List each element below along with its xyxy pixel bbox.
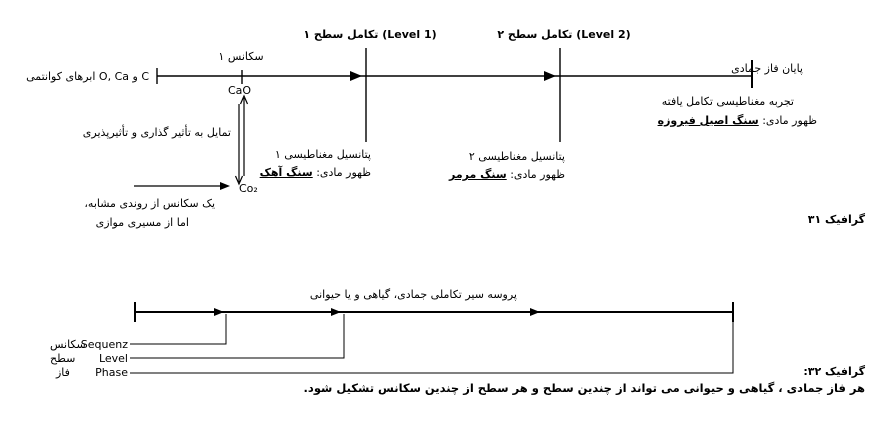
source-label: C و O, Ca ابرهای کوانتمی — [26, 70, 149, 83]
legend-phase-en: Phase — [95, 366, 128, 379]
appearance1: ظهور مادی: سنگ آهک — [260, 166, 371, 179]
legend-phase: فاز Phase — [56, 366, 128, 379]
appearance3-prefix: ظهور مادی: — [762, 114, 817, 127]
legend-level: سطح Level — [50, 352, 128, 365]
tendency-label: تمایل به تأثیر گذاری و تأثیرپذیری — [82, 126, 231, 139]
co2-label: Co₂ — [239, 182, 258, 195]
g32-arrow-1 — [214, 308, 224, 316]
end-phase-label: پایان فاز جمادی — [731, 62, 803, 75]
appearance2-prefix: ظهور مادی: — [510, 168, 565, 181]
legend-sequence-fa: سکانس — [50, 338, 86, 351]
appearance3-stone: سنگ اصیل فیروزه — [657, 114, 759, 127]
legend-sequence-en: Sequenz — [80, 338, 128, 351]
level2-label: (Level 2) تکامل سطح ۲ — [497, 28, 631, 41]
appearance1-stone: سنگ آهک — [259, 166, 313, 179]
appearance1-prefix: ظهور مادی: — [316, 166, 371, 179]
potential2-label: پتانسیل مغناطیسی ۲ — [468, 150, 565, 163]
g31-down-arrow — [234, 175, 244, 186]
g31-up-arrow — [239, 94, 249, 105]
side-sequence-line2: اما از مسیری موازی — [95, 216, 189, 229]
legend-sequence: سکانس Sequenz — [50, 338, 128, 351]
magnetic-final-label: تجربه مغناطیسی تکامل یافته — [661, 95, 794, 108]
legend-level-fa: سطح — [50, 352, 76, 365]
graphic32-description: هر فاز جمادی ، گیاهی و حیوانی می تواند ا… — [303, 381, 865, 395]
sequence1-label: سکانس ۱ — [218, 50, 264, 63]
g31-arrow-1 — [350, 71, 362, 81]
level1-label: (Level 1) تکامل سطح ۱ — [303, 28, 437, 41]
g31-arrow-2 — [544, 71, 556, 81]
g32-sequence-leader — [130, 314, 227, 345]
g32-arrow-3 — [530, 308, 540, 316]
legend-phase-fa: فاز — [56, 366, 70, 379]
g32-phase-leader — [130, 322, 734, 374]
g32-level-leader — [130, 314, 345, 359]
cao-label: CaO — [228, 84, 252, 97]
g32-arrow-2 — [331, 308, 341, 316]
g31-side-sequence-arrow — [220, 182, 230, 190]
graphic31-caption: گرافیک ۳۱ — [807, 213, 865, 226]
appearance3: ظهور مادی: سنگ اصیل فیروزه — [658, 114, 817, 127]
side-sequence-line1: یک سکانس از روندی مشابه، — [84, 197, 215, 210]
appearance2: ظهور مادی: سنگ مرمر — [449, 168, 565, 181]
legend-level-en: Level — [98, 352, 128, 365]
potential1-label: پتانسیل مغناطیسی ۱ — [274, 148, 371, 161]
process-label: پروسه سیر تکاملی جمادی، گیاهی و یا حیوان… — [309, 288, 517, 301]
appearance2-stone: سنگ مرمر — [449, 168, 507, 181]
graphic32-caption: گرافیک ۳۲: — [803, 365, 865, 378]
